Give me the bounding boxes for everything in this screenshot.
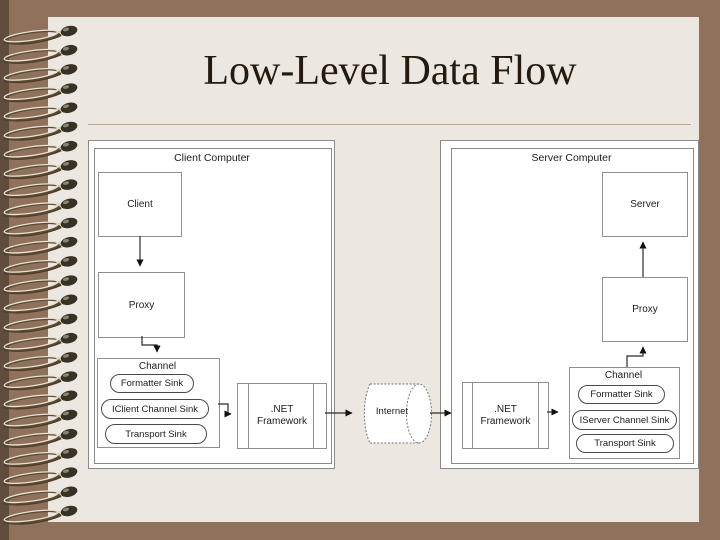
- server-box-label: Server: [630, 199, 660, 210]
- component-bars: [472, 383, 539, 448]
- server-computer-label: Server Computer: [531, 152, 612, 164]
- client-formatter-sink-pill: Formatter Sink: [110, 374, 194, 393]
- client-net-framework-label: .NET Framework: [256, 404, 307, 427]
- server-formatter-sink-label: Formatter Sink: [590, 389, 653, 400]
- client-proxy-box: Proxy: [98, 272, 185, 338]
- server-box: Server: [602, 172, 688, 237]
- server-transport-sink-label: Transport Sink: [594, 438, 656, 449]
- client-channel-label: Channel: [138, 361, 177, 372]
- client-box: Client: [98, 172, 182, 237]
- title-separator: [88, 124, 691, 125]
- server-net-framework-box: .NET Framework: [462, 382, 549, 449]
- client-formatter-sink-label: Formatter Sink: [120, 378, 184, 389]
- client-net-framework-box: .NET Framework: [237, 383, 327, 449]
- spiral-binding-icon: [3, 25, 78, 525]
- server-channel-sink-label: IServer Channel Sink: [579, 414, 670, 426]
- server-transport-sink-pill: Transport Sink: [576, 434, 674, 453]
- client-channel-sink-label: IClient Channel Sink: [111, 403, 199, 415]
- server-channel-sink-pill: IServer Channel Sink: [572, 410, 677, 430]
- client-computer-label: Client Computer: [174, 152, 250, 164]
- client-channel-sink-pill: IClient Channel Sink: [101, 399, 209, 419]
- server-proxy-label: Proxy: [632, 304, 658, 315]
- server-channel-label: Channel: [604, 370, 643, 381]
- client-transport-sink-label: Transport Sink: [125, 428, 187, 440]
- client-proxy-label: Proxy: [128, 299, 155, 311]
- server-formatter-sink-pill: Formatter Sink: [578, 385, 665, 404]
- internet-label: Internet: [375, 406, 409, 417]
- client-transport-sink-pill: Transport Sink: [105, 424, 207, 444]
- component-bars: [248, 384, 314, 448]
- client-box-label: Client: [127, 199, 153, 210]
- server-proxy-box: Proxy: [602, 277, 688, 342]
- page-title: Low-Level Data Flow: [203, 48, 577, 94]
- server-net-framework-label: .NET Framework: [480, 403, 531, 427]
